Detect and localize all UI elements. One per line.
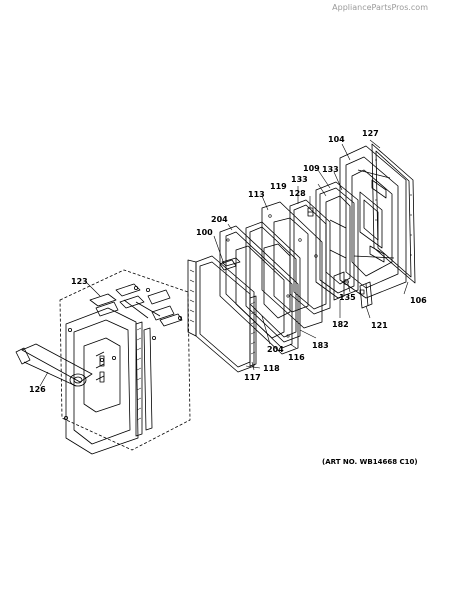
part-182-hinge-bracket: [333, 271, 345, 301]
part-126-handle: [15, 343, 93, 387]
leader-lines: [39, 139, 409, 387]
label-204b: 204: [267, 345, 284, 354]
label-128: 128: [289, 189, 306, 198]
part-109-glass-frame: [315, 181, 359, 299]
label-104: 104: [328, 135, 345, 144]
label-183: 183: [312, 341, 329, 350]
label-126: 126: [29, 385, 46, 394]
label-100: 100: [196, 228, 213, 237]
part-100-clip: [219, 259, 237, 271]
label-133a: 133: [322, 165, 339, 174]
label-204a: 204: [211, 215, 228, 224]
part-118-outer-glass: [187, 255, 255, 373]
label-117: 117: [244, 373, 261, 382]
label-121: 121: [371, 321, 388, 330]
label-182: 182: [332, 320, 349, 329]
label-113: 113: [248, 190, 265, 199]
part-123-outer-door-group: [59, 269, 191, 455]
label-133b: 133: [291, 175, 308, 184]
label-109: 109: [303, 164, 320, 173]
part-labels: 127 104 109 133 133 119 128 113 204 100 …: [29, 129, 427, 394]
part-117-gasket-strip: [249, 295, 257, 367]
part-116-door-glass-frame: [219, 225, 299, 355]
part-127-rear-panel: [371, 143, 416, 284]
watermark: AppliancePartsPros.com: [332, 3, 428, 12]
label-116: 116: [288, 353, 305, 362]
label-106: 106: [410, 296, 427, 305]
label-119: 119: [270, 182, 287, 191]
art-number: (ART NO. WB14668 C10): [322, 458, 418, 466]
part-104-inner-door-frame: [339, 145, 407, 299]
part-113-insulation-panel: [261, 201, 323, 329]
part-121-hinge: [359, 281, 373, 309]
label-127: 127: [362, 129, 379, 138]
label-118: 118: [263, 364, 280, 373]
label-123: 123: [71, 277, 88, 286]
label-135: 135: [339, 293, 356, 302]
